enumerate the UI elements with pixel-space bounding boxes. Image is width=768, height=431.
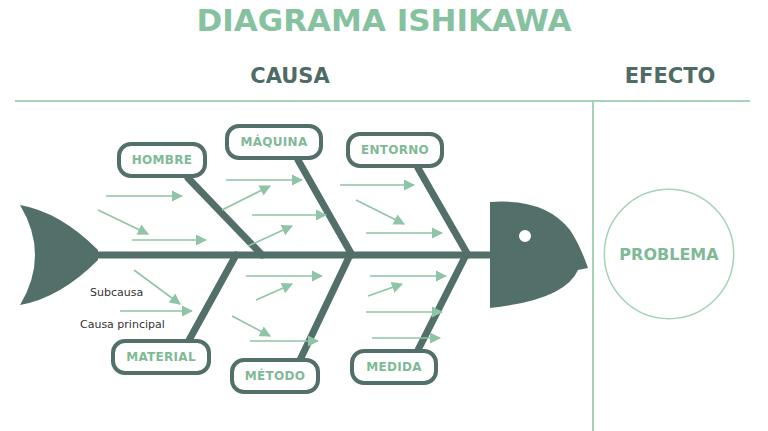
cause-box: MEDIDA	[350, 349, 438, 385]
bone	[188, 255, 236, 342]
cause-heading: CAUSA	[250, 64, 329, 88]
bone	[188, 178, 262, 255]
bone	[418, 255, 466, 350]
cause-box: MÉTODO	[230, 358, 321, 394]
legend-note: Causa principal	[80, 318, 165, 331]
legend-note: Subcausa	[90, 286, 143, 299]
fish-body	[20, 202, 588, 308]
spine	[92, 252, 492, 259]
node-label: PROBLEMA	[619, 245, 718, 264]
fish-eye	[518, 229, 532, 243]
bone	[300, 255, 350, 360]
cause-box: MÁQUINA	[225, 124, 322, 160]
fish-head	[490, 202, 588, 308]
cause-box: HOMBRE	[117, 142, 208, 178]
diagram-title: DIAGRAMA ISHIKAWA	[0, 2, 768, 38]
node-label: HOMBRE	[132, 153, 193, 167]
subcause-arrows	[98, 180, 446, 341]
node-label: MÉTODO	[245, 369, 306, 383]
effect-circle: PROBLEMA	[603, 188, 735, 320]
column-rule	[592, 101, 594, 431]
effect-heading: EFECTO	[625, 64, 716, 88]
header-rule	[15, 100, 750, 102]
node-label: MATERIAL	[126, 350, 196, 364]
cause-box: ENTORNO	[346, 132, 444, 168]
node-label: ENTORNO	[361, 143, 429, 157]
fish-tail	[20, 205, 98, 305]
bone	[298, 160, 352, 255]
node-label: MÁQUINA	[240, 135, 307, 149]
bone	[418, 168, 468, 255]
node-label: MEDIDA	[366, 360, 422, 374]
cause-box: MATERIAL	[111, 339, 211, 375]
